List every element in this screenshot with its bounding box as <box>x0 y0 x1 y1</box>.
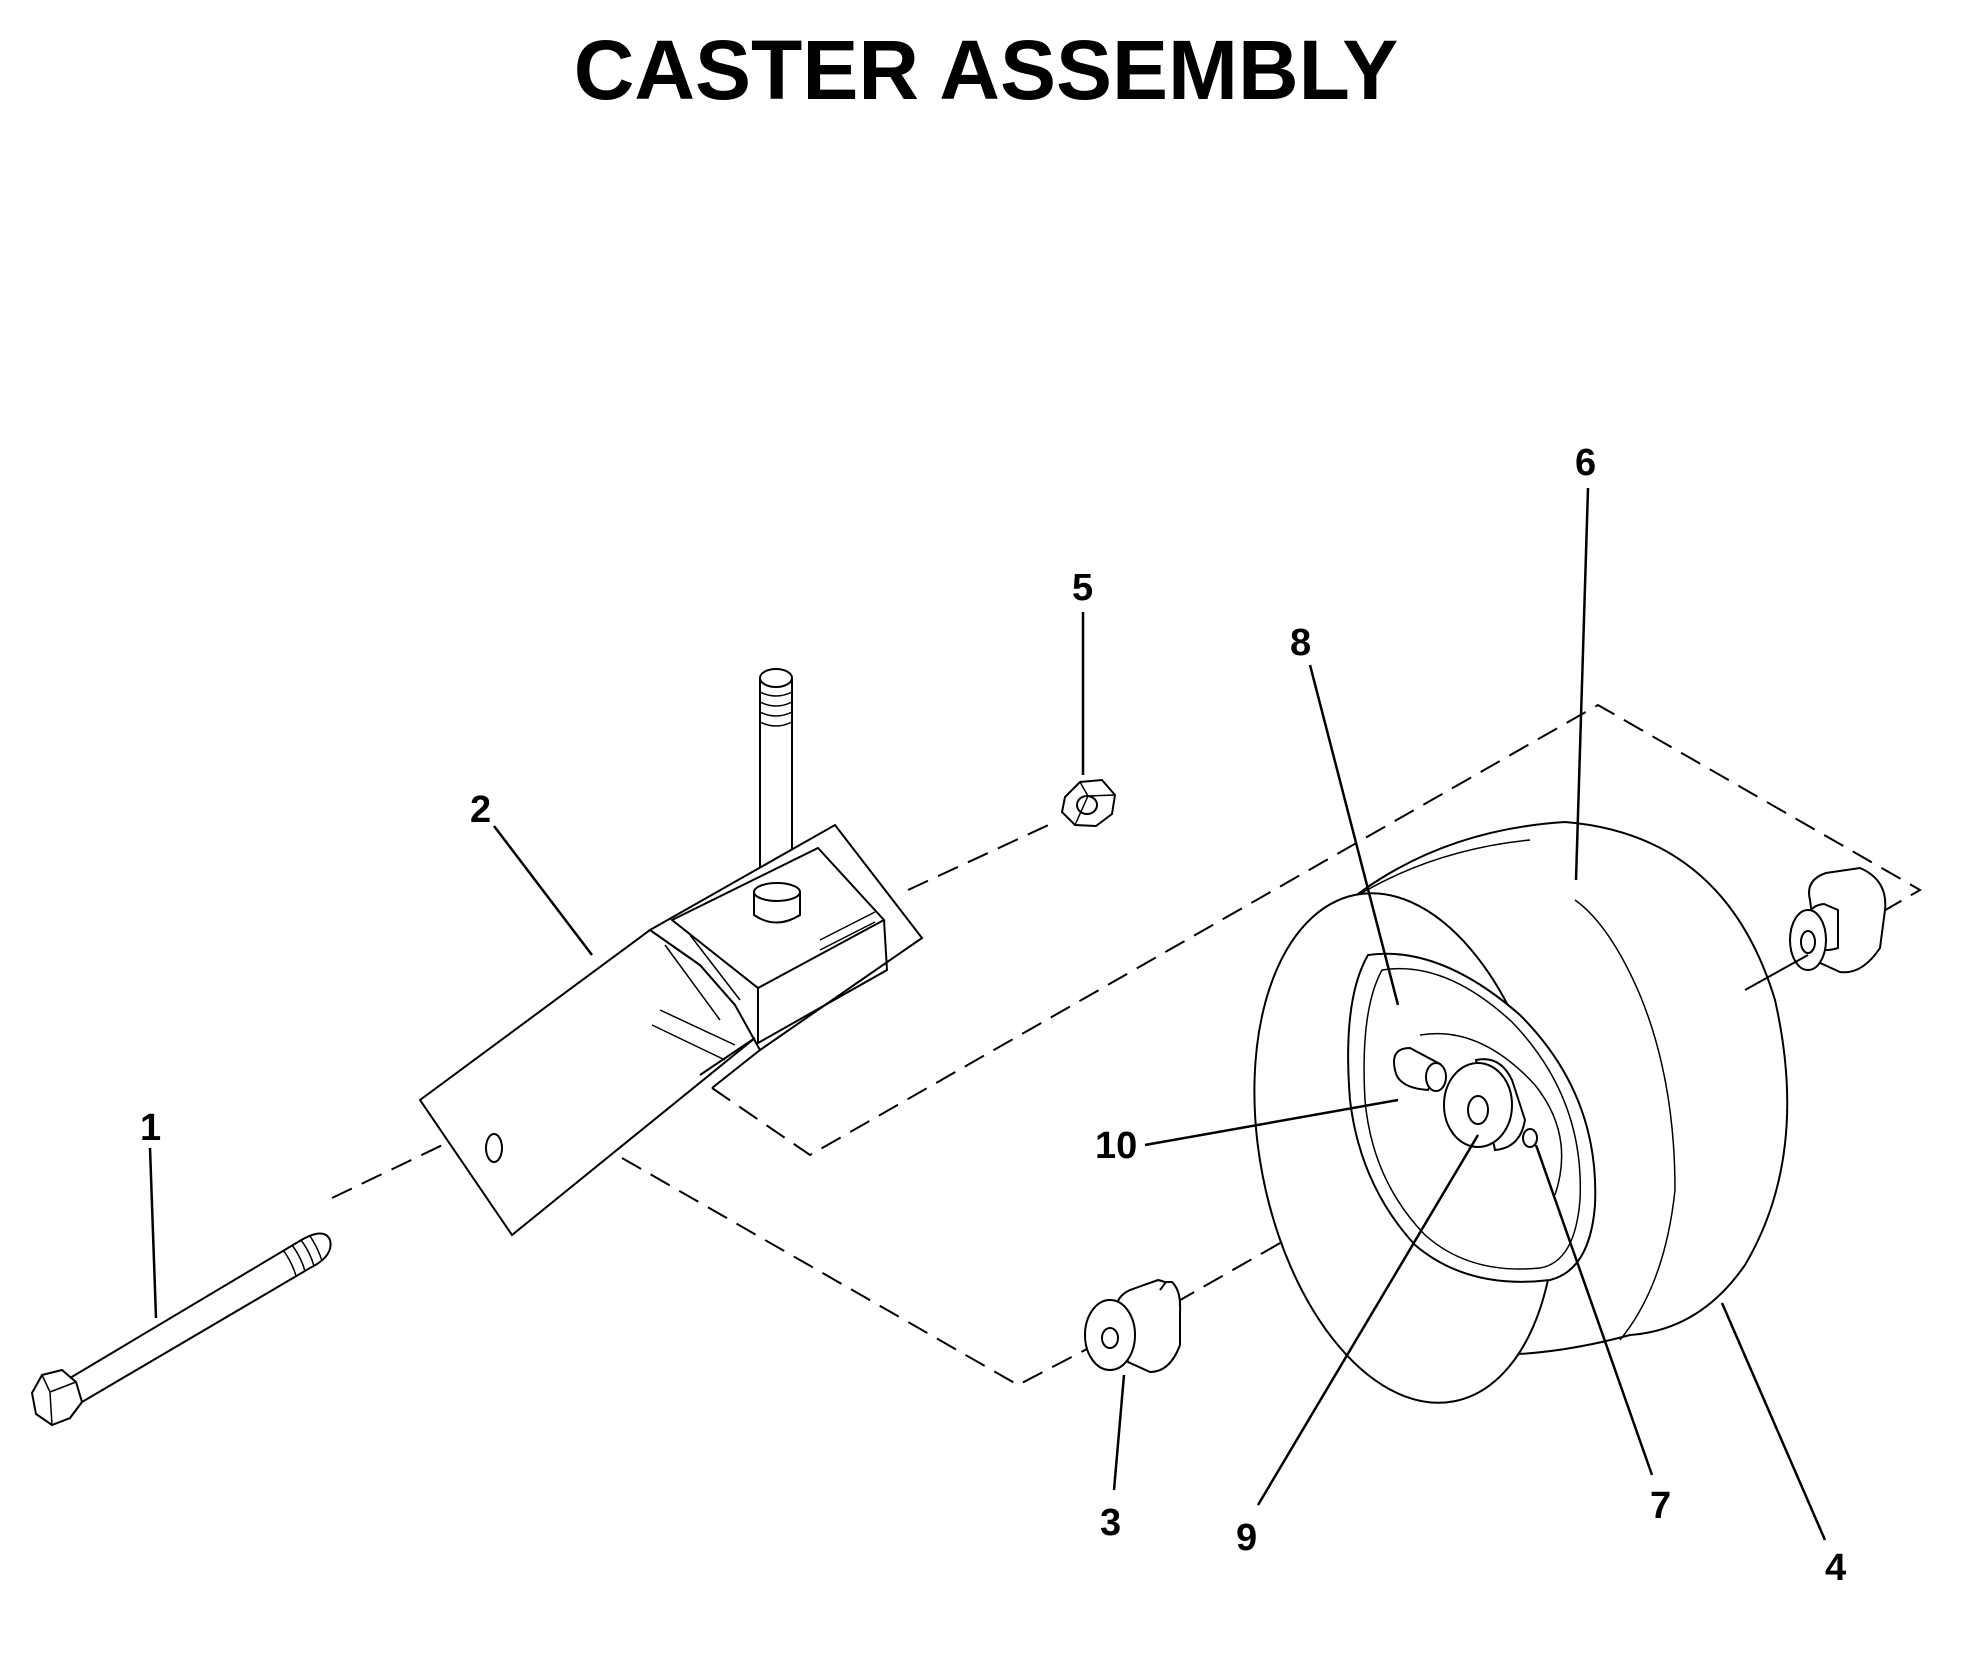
nut-hex <box>1060 778 1117 828</box>
leader-7 <box>1534 1144 1654 1476</box>
spacer-lower-bore <box>1101 1327 1119 1349</box>
bolt-threads <box>282 1235 323 1277</box>
callout-9: 9 <box>1236 1517 1257 1559</box>
callout-1: 1 <box>140 1107 161 1149</box>
bolt-head <box>30 1368 84 1427</box>
axle-line-right <box>1744 954 1809 991</box>
grease-fitting-tip <box>1425 1062 1447 1092</box>
bolt-shank <box>69 1232 332 1403</box>
fork-axle-hole <box>485 1133 503 1163</box>
callout-2: 2 <box>470 789 491 831</box>
leader-4 <box>1720 1302 1827 1541</box>
callout-7: 7 <box>1650 1485 1671 1527</box>
callout-3: 3 <box>1100 1502 1121 1544</box>
grease-fitting-part <box>1393 1046 1447 1092</box>
callout-labels: 1 2 3 4 5 6 7 8 9 10 <box>140 442 1846 1589</box>
caster-fork-part <box>418 668 924 1237</box>
leader-1 <box>148 1147 158 1319</box>
callout-8: 8 <box>1290 622 1311 664</box>
spacer-upper-face <box>1789 909 1827 971</box>
stem-threads <box>759 691 793 727</box>
set-screw-part <box>1522 1128 1538 1148</box>
hub-bore <box>1467 1095 1489 1125</box>
hub-face <box>1443 1062 1513 1148</box>
leader-10 <box>1144 1098 1399 1147</box>
leader-3 <box>1112 1374 1126 1491</box>
leader-8 <box>1308 664 1400 1006</box>
leader-6 <box>1574 487 1590 881</box>
nut-part <box>1060 778 1117 828</box>
fork-to-axle-line-upper <box>711 703 1923 1157</box>
callout-4: 4 <box>1825 1547 1846 1589</box>
callout-5: 5 <box>1072 567 1093 609</box>
callout-10: 10 <box>1095 1125 1137 1167</box>
hub-bearing-part <box>1443 1058 1527 1152</box>
callout-6: 6 <box>1575 442 1596 484</box>
spacer-upper-part <box>1789 866 1887 974</box>
spacer-lower-part <box>1084 1278 1182 1374</box>
fork-side-plate <box>418 928 757 1237</box>
leader-9 <box>1256 1134 1480 1506</box>
spacer-upper-bore <box>1800 930 1816 954</box>
spacer-lower-face <box>1084 1299 1136 1371</box>
diagram-title: CASTER ASSEMBLY <box>573 23 1399 117</box>
nut-centerline <box>907 821 1056 891</box>
leader-2 <box>493 825 593 956</box>
bolt-part <box>30 1232 332 1427</box>
nut-bore <box>1076 795 1098 815</box>
set-screw-head <box>1522 1128 1538 1148</box>
leader-lines <box>148 487 1827 1541</box>
